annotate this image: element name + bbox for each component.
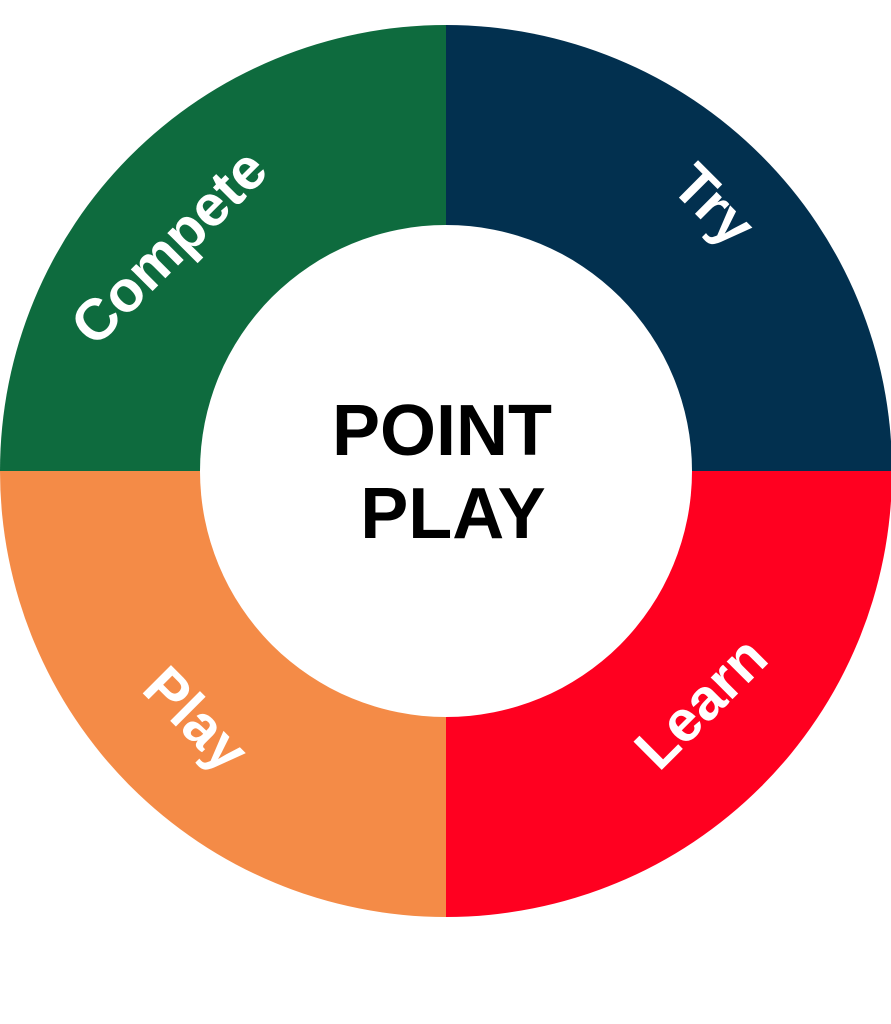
center-title-line-2: PLAY <box>360 474 545 554</box>
center-hole <box>200 225 692 717</box>
center-title-line-1: POINT <box>332 391 552 471</box>
